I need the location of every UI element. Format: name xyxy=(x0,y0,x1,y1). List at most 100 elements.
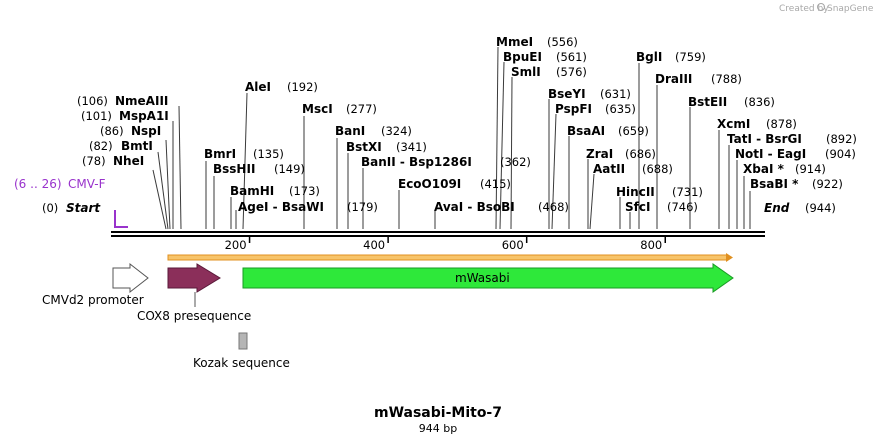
cmvd2-promoter-arrow-icon xyxy=(112,262,149,294)
feature-cox8-presequence[interactable]: COX8 presequence xyxy=(137,263,251,323)
connector-pspfi xyxy=(551,113,557,230)
site-name-nspi[interactable]: NspI xyxy=(131,124,161,138)
kozak-marker xyxy=(238,332,248,350)
site-pos-banii: (362) xyxy=(500,155,531,169)
connector-aatii xyxy=(589,173,595,230)
ruler-tick-label-400: 400 xyxy=(363,238,385,252)
site-pos-alei: (192) xyxy=(287,80,318,94)
site-name-sfci[interactable]: SfcI xyxy=(625,200,650,214)
kozak-label: Kozak sequence xyxy=(193,356,290,370)
site-name-pspfi[interactable]: PspFI xyxy=(555,102,592,116)
created-by-text: Created by xyxy=(779,4,829,14)
site-name-bamhi[interactable]: BamHI xyxy=(230,184,274,198)
feature-cmvd2-promoter[interactable]: CMVd2 promoter xyxy=(42,262,149,307)
cox8-arrow-icon xyxy=(167,263,221,293)
site-pos-bsshii: (149) xyxy=(274,162,305,176)
site-pos-msci: (277) xyxy=(346,102,377,116)
sequence-backbone xyxy=(111,231,765,237)
site-name-bgli[interactable]: BglI xyxy=(636,50,662,64)
site-name-hincii[interactable]: HincII xyxy=(616,185,655,199)
site-pos-zrai: (686) xyxy=(625,147,656,161)
site-name-mspa1i[interactable]: MspA1I xyxy=(119,109,169,123)
site-pos-bmti: (82) xyxy=(89,139,113,153)
site-name-nmeaiii[interactable]: NmeAIII xyxy=(115,94,168,108)
connector-nmeaiii xyxy=(178,105,182,230)
site-name-smli[interactable]: SmlI xyxy=(511,65,541,79)
site-name-agei[interactable]: AgeI - BsaWI xyxy=(238,200,324,214)
map-length: 944 bp xyxy=(419,422,457,435)
snapgene-text: SnapGene xyxy=(827,4,874,14)
site-name-bsshii[interactable]: BssHII xyxy=(213,162,255,176)
site-pos-mspa1i: (101) xyxy=(81,109,112,123)
connector-bmti xyxy=(157,151,169,230)
site-name-zrai[interactable]: ZraI xyxy=(586,147,613,161)
connector-nhei xyxy=(152,169,167,230)
orf-body xyxy=(167,254,729,261)
site-name-eco[interactable]: EcoO109I xyxy=(398,177,461,191)
restriction-site-labels: (106) NmeAIII (101) MspA1I (86) NspI (82… xyxy=(77,35,857,214)
sequence-ends: (0) Start End (944) xyxy=(42,201,836,215)
site-pos-bamhi: (173) xyxy=(289,184,320,198)
site-name-tati[interactable]: TatI - BsrGI xyxy=(727,132,802,146)
snapgene-logo-icon xyxy=(817,3,825,11)
site-name-draiii[interactable]: DraIII xyxy=(655,72,692,86)
end-position: (944) xyxy=(805,201,836,215)
primer-arrow-icon xyxy=(114,210,128,228)
site-pos-hincii: (731) xyxy=(672,185,703,199)
site-pos-nmeaiii: (106) xyxy=(77,94,108,108)
site-name-bmri[interactable]: BmrI xyxy=(204,147,236,161)
connector-mmei xyxy=(495,46,499,230)
mwasabi-label: mWasabi xyxy=(455,271,510,285)
site-pos-bstxi: (341) xyxy=(396,140,427,154)
site-name-msci[interactable]: MscI xyxy=(302,102,333,116)
site-name-nhei[interactable]: NheI xyxy=(113,154,144,168)
site-pos-xbai: (914) xyxy=(795,162,826,176)
site-name-aatii[interactable]: AatII xyxy=(593,162,625,176)
mwasabi-arrow-icon xyxy=(242,263,734,293)
site-name-noti[interactable]: NotI - EagI xyxy=(735,147,806,161)
site-name-xcmi[interactable]: XcmI xyxy=(717,117,750,131)
site-name-bsteii[interactable]: BstEII xyxy=(688,95,727,109)
site-pos-bani: (324) xyxy=(381,124,412,138)
site-name-banii[interactable]: BanII - Bsp1286I xyxy=(361,155,472,169)
site-name-bstxi[interactable]: BstXI xyxy=(346,140,382,154)
site-name-alei[interactable]: AleI xyxy=(245,80,271,94)
snapgene-branding: Created by SnapGene xyxy=(779,3,874,14)
site-name-avai[interactable]: AvaI - BsoBI xyxy=(434,200,515,214)
site-name-bani[interactable]: BanI xyxy=(335,124,365,138)
site-name-bsaai[interactable]: BsaAI xyxy=(567,124,605,138)
site-pos-draiii: (788) xyxy=(711,72,742,86)
site-pos-bseyi: (631) xyxy=(600,87,631,101)
site-name-mmei[interactable]: MmeI xyxy=(496,35,533,49)
site-pos-bgli: (759) xyxy=(675,50,706,64)
feature-mwasabi[interactable]: mWasabi xyxy=(242,263,734,293)
connector-alei xyxy=(242,92,248,230)
site-name-bmti[interactable]: BmtI xyxy=(121,139,153,153)
site-pos-aatii: (688) xyxy=(642,162,673,176)
connector-nspi xyxy=(165,139,171,230)
site-pos-nspi: (86) xyxy=(100,124,124,138)
site-pos-bsabi: (922) xyxy=(812,177,843,191)
orf-bar[interactable] xyxy=(167,253,733,262)
site-pos-tati: (892) xyxy=(826,132,857,146)
site-pos-xcmi: (878) xyxy=(766,117,797,131)
site-pos-agei: (179) xyxy=(347,200,378,214)
site-pos-smli: (576) xyxy=(556,65,587,79)
site-connectors xyxy=(152,46,751,230)
start-label: Start xyxy=(66,201,101,215)
connector-smli xyxy=(510,76,513,230)
site-name-xbai[interactable]: XbaI * xyxy=(743,162,785,176)
orf-arrowhead-icon xyxy=(726,253,733,262)
start-position: (0) xyxy=(42,201,58,215)
site-pos-bmri: (135) xyxy=(253,147,284,161)
site-name-bpuei[interactable]: BpuEI xyxy=(503,50,542,64)
site-name-bsabi[interactable]: BsaBI * xyxy=(750,177,799,191)
site-pos-avai: (468) xyxy=(538,200,569,214)
primer-cmv-f[interactable]: (6 .. 26) CMV-F xyxy=(14,177,128,228)
site-name-bseyi[interactable]: BseYI xyxy=(548,87,586,101)
feature-kozak-sequence[interactable]: Kozak sequence xyxy=(193,332,290,370)
site-pos-bsaai: (659) xyxy=(618,124,649,138)
ruler-tick-label-200: 200 xyxy=(225,238,247,252)
